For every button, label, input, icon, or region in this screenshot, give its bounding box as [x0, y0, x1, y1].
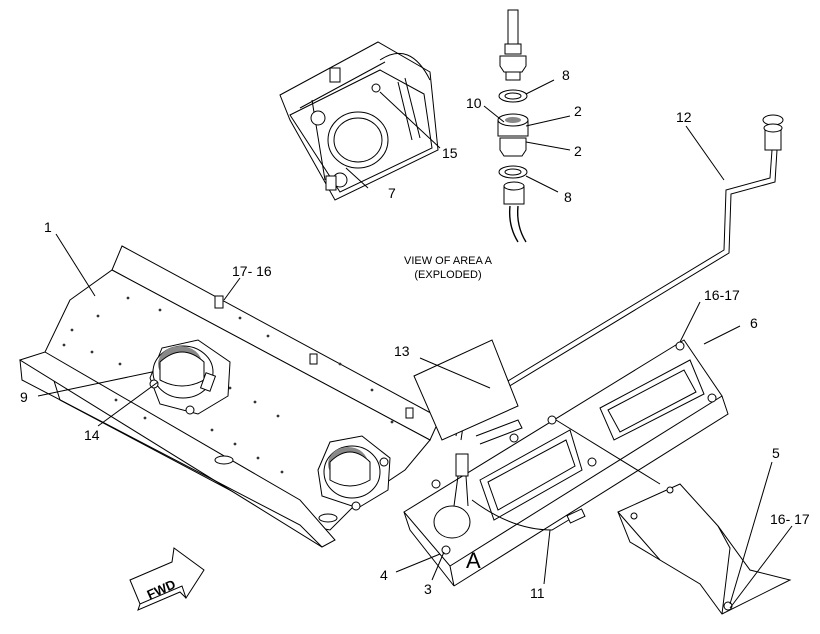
callout-5: 5: [772, 445, 780, 461]
callout-8-top: 8: [562, 67, 570, 83]
area-marker: A: [466, 548, 481, 573]
callout-14: 14: [84, 427, 100, 443]
stud-bolts: [214, 295, 414, 419]
callout-2-bottom: 2: [574, 143, 582, 159]
callout-17-16: 17- 16: [232, 263, 272, 279]
forward-arrow: FWD: [129, 547, 205, 611]
caption-line-1: VIEW OF AREA A: [404, 255, 493, 267]
inset-lamp-housing: [279, 41, 439, 201]
plate-part-13: [413, 339, 523, 445]
caption-line-2: (EXPLODED): [414, 269, 481, 281]
callout-4: 4: [380, 567, 388, 583]
callout-2-top: 2: [574, 103, 582, 119]
rivet-holes: [62, 296, 394, 474]
callout-1: 1: [44, 219, 52, 235]
callout-7: 7: [388, 185, 396, 201]
callout-16-17-mid: 16-17: [704, 287, 740, 303]
lamp-assembly-lower: [317, 435, 391, 511]
view-caption: VIEW OF AREA A (EXPLODED): [404, 255, 493, 281]
callout-9: 9: [20, 389, 28, 405]
callout-15: 15: [442, 145, 458, 161]
guard-part-5: [617, 483, 792, 615]
callout-6: 6: [750, 315, 758, 331]
callout-labels: 1 17- 16 9 14 7 15 8 10 2 2 8 12 13 16-1…: [20, 67, 810, 601]
leader-lines: [37, 79, 793, 609]
callout-16-17-right: 16- 17: [770, 511, 810, 527]
callout-10: 10: [466, 95, 482, 111]
callout-11: 11: [530, 585, 545, 601]
panel-part-1: [18, 245, 441, 548]
callout-3: 3: [424, 581, 432, 597]
connector-stack: [497, 9, 529, 243]
lamp-assembly-9: [149, 339, 231, 415]
callout-13: 13: [394, 343, 410, 359]
callout-8-bottom: 8: [564, 189, 572, 205]
housing-assembly: [403, 339, 729, 587]
callout-12: 12: [676, 109, 692, 125]
